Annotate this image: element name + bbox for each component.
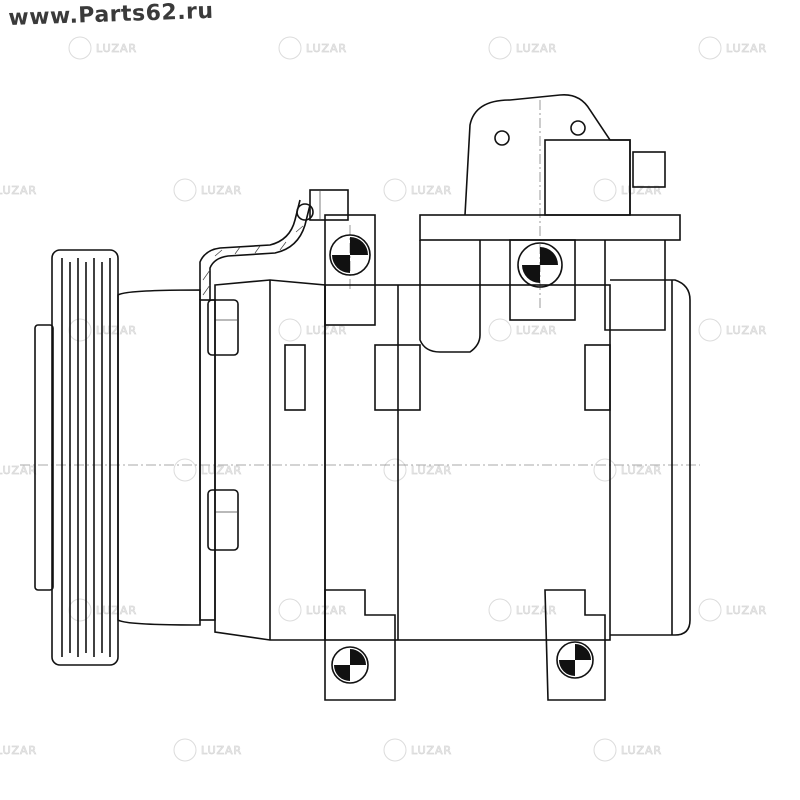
watermark-logo: LUZAR — [278, 598, 347, 622]
svg-text:LUZAR: LUZAR — [306, 604, 347, 617]
compressor-body — [214, 279, 691, 641]
clutch — [117, 289, 239, 626]
watermark-logo: LUZAR — [488, 36, 557, 60]
svg-text:LUZAR: LUZAR — [411, 184, 452, 197]
svg-text:LUZAR: LUZAR — [726, 324, 767, 337]
svg-text:LUZAR: LUZAR — [306, 42, 347, 55]
watermark-logo: LUZAR — [68, 598, 137, 622]
svg-text:LUZAR: LUZAR — [411, 744, 452, 757]
svg-text:LUZAR: LUZAR — [201, 184, 242, 197]
svg-text:LUZAR: LUZAR — [96, 604, 137, 617]
svg-text:LUZAR: LUZAR — [411, 464, 452, 477]
svg-text:LUZAR: LUZAR — [621, 744, 662, 757]
svg-text:LUZAR: LUZAR — [726, 604, 767, 617]
svg-text:LUZAR: LUZAR — [306, 324, 347, 337]
watermark-logo: LUZAR — [383, 458, 452, 482]
watermark-logo: LUZAR — [488, 318, 557, 342]
watermark-logo: LUZAR — [0, 464, 37, 478]
watermark-logo: LUZAR — [278, 318, 347, 342]
watermark-logo: LUZAR — [0, 744, 37, 758]
svg-text:LUZAR: LUZAR — [201, 464, 242, 477]
watermark-logo: LUZAR — [68, 318, 137, 342]
watermark-logo: LUZAR — [383, 738, 452, 762]
svg-text:LUZAR: LUZAR — [0, 464, 37, 477]
svg-text:LUZAR: LUZAR — [516, 42, 557, 55]
watermark-logo: LUZAR — [0, 184, 37, 198]
watermark-logo: LUZAR — [698, 36, 767, 60]
svg-text:LUZAR: LUZAR — [201, 744, 242, 757]
mount-lower — [324, 589, 606, 701]
pulley — [34, 249, 119, 666]
watermark-logo: LUZAR — [173, 458, 242, 482]
watermark-logo: LUZAR — [173, 738, 242, 762]
wire-harness — [199, 189, 349, 300]
watermark-logo: LUZAR — [593, 458, 662, 482]
svg-text:LUZAR: LUZAR — [96, 324, 137, 337]
watermark-logo: LUZAR — [593, 738, 662, 762]
svg-text:LUZAR: LUZAR — [621, 464, 662, 477]
watermark-logo: LUZAR — [698, 598, 767, 622]
watermark-logo: LUZAR — [278, 36, 347, 60]
rear-head — [419, 93, 681, 353]
svg-text:LUZAR: LUZAR — [96, 42, 137, 55]
mount-upper — [324, 214, 563, 326]
svg-text:LUZAR: LUZAR — [0, 744, 37, 757]
watermark-logo: LUZAR — [68, 36, 137, 60]
watermark-logo: LUZAR — [383, 178, 452, 202]
svg-text:LUZAR: LUZAR — [516, 324, 557, 337]
watermark-logo: LUZAR — [698, 318, 767, 342]
svg-text:LUZAR: LUZAR — [0, 184, 37, 197]
watermark-logo: LUZAR — [173, 178, 242, 202]
svg-text:LUZAR: LUZAR — [726, 42, 767, 55]
